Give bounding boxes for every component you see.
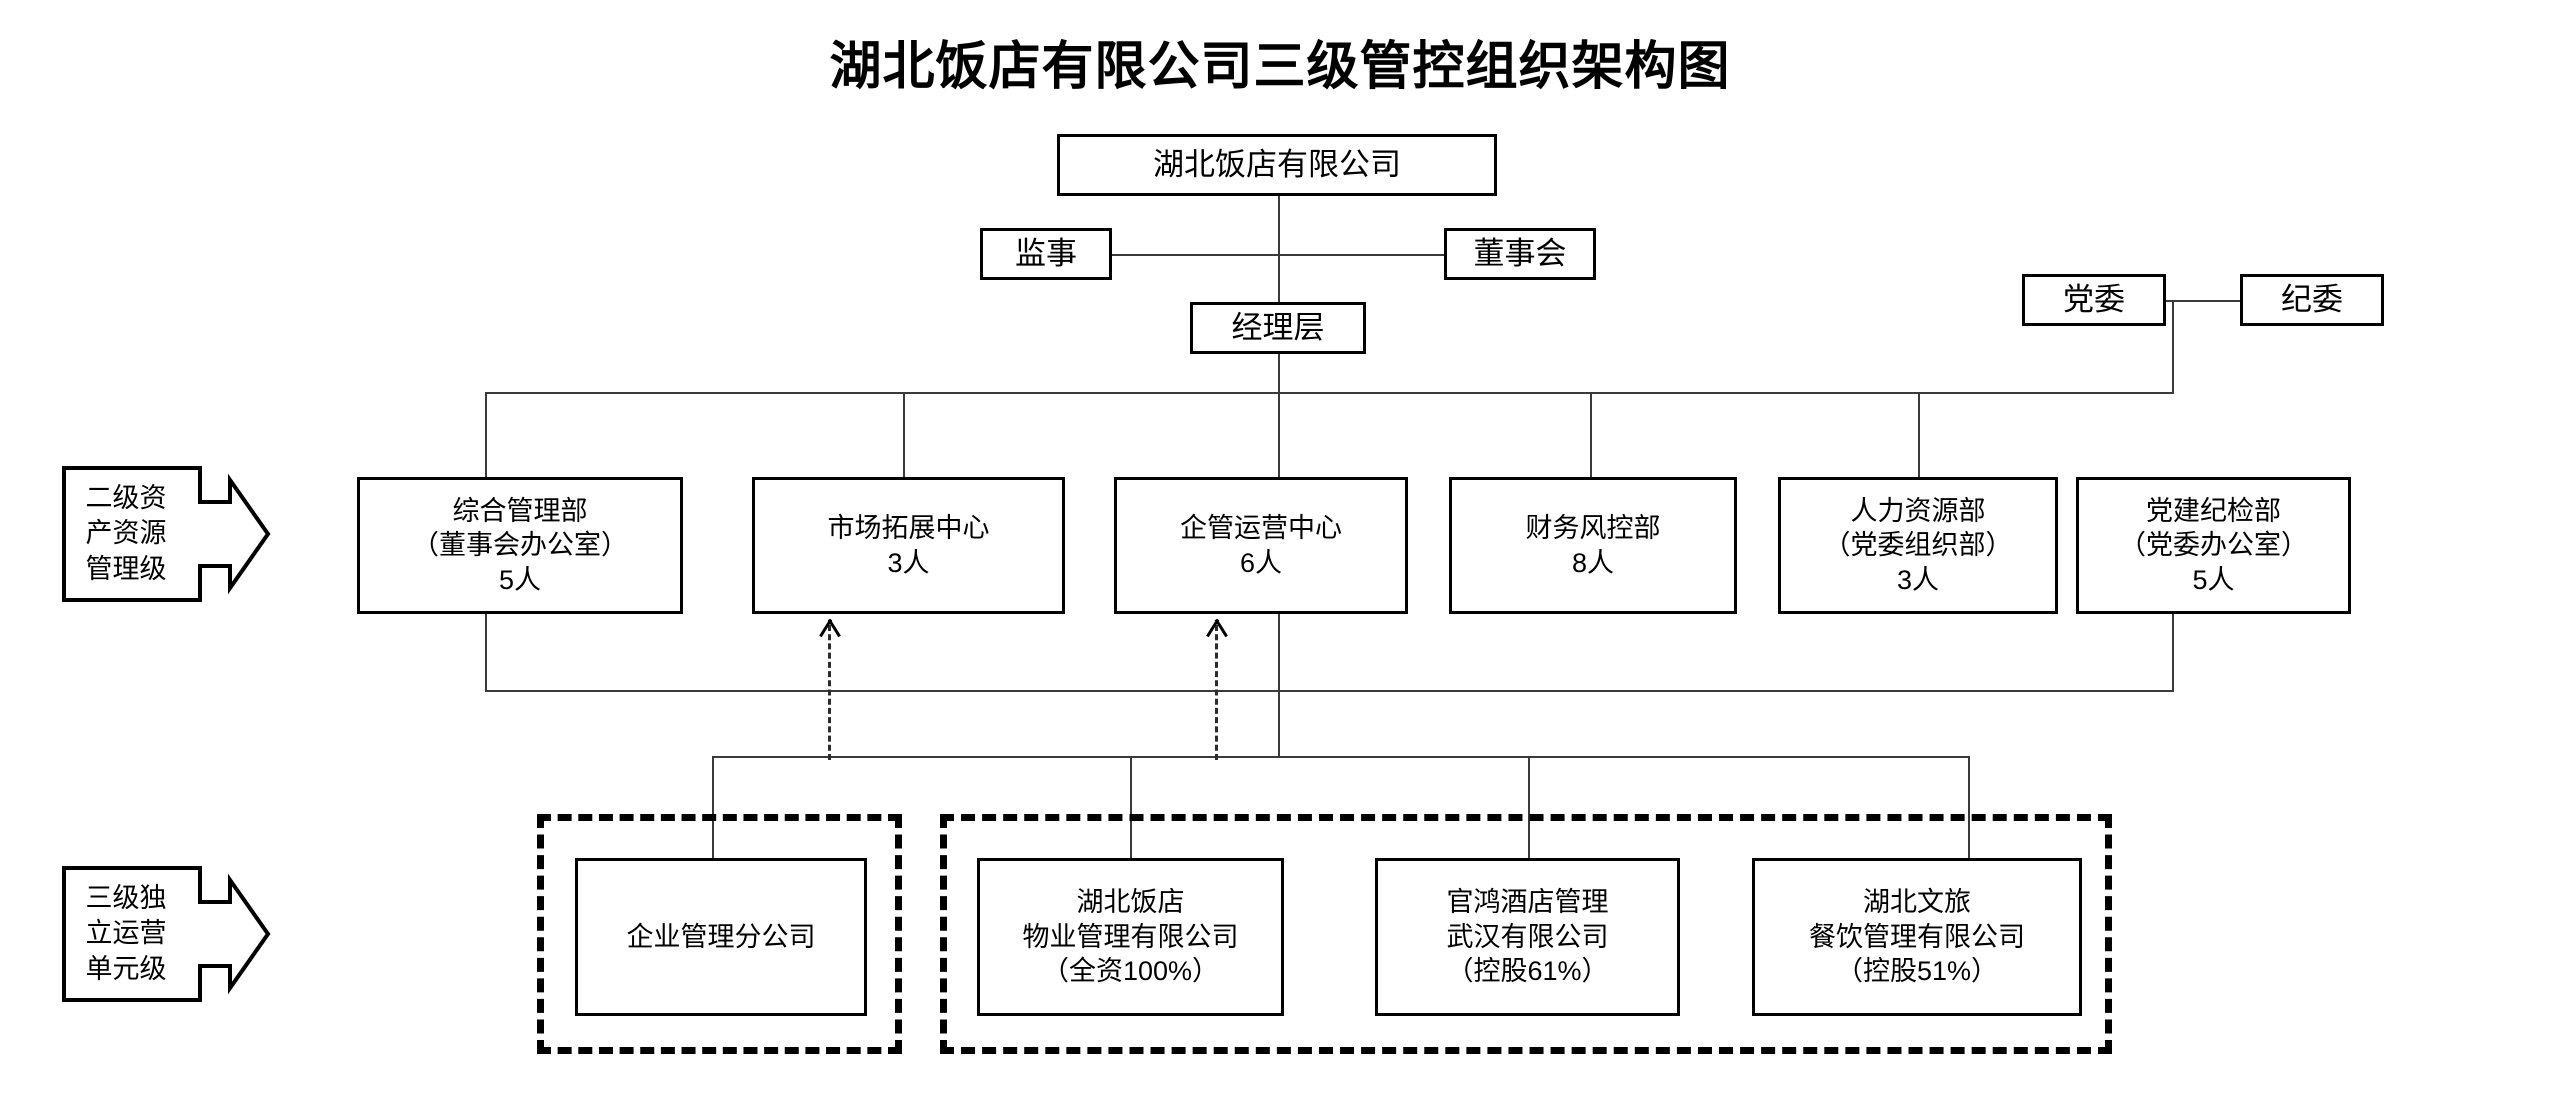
node-sub-property-management[interactable]: 湖北饭店 物业管理有限公司 （全资100%） bbox=[977, 858, 1284, 1016]
sub-3-line-1: 官鸿酒店管理 bbox=[1446, 887, 1609, 918]
drop-to-dept-2 bbox=[903, 392, 905, 477]
node-dept-enterprise-operation[interactable]: 企管运营中心 6人 bbox=[1114, 477, 1408, 614]
node-party-committee-line-1: 党委 bbox=[2063, 282, 2125, 318]
riser-dept-1-bottom bbox=[485, 614, 487, 692]
drop-to-sub-3 bbox=[1528, 756, 1530, 858]
dept-3-line-2: 6人 bbox=[1239, 547, 1283, 578]
page-title: 湖北饭店有限公司三级管控组织架构图 bbox=[829, 36, 1731, 97]
dept-1-line-3: 5人 bbox=[498, 564, 542, 595]
level-3-label: 三级独 立运营 单元级 bbox=[74, 866, 178, 1002]
dept-2-line-1: 市场拓展中心 bbox=[827, 512, 990, 543]
sub-2-line-3: （全资100%） bbox=[1041, 956, 1220, 987]
node-management-line-1: 经理层 bbox=[1231, 310, 1325, 346]
sub-2-line-2: 物业管理有限公司 bbox=[1022, 921, 1239, 952]
drop-to-sub-2 bbox=[1130, 756, 1132, 858]
node-sub-wenlv-catering[interactable]: 湖北文旅 餐饮管理有限公司 （控股51%） bbox=[1752, 858, 2082, 1016]
group-branch-company bbox=[537, 814, 902, 1054]
bus-level2-top bbox=[485, 392, 2174, 394]
connector-party-discipline bbox=[2106, 300, 2346, 302]
node-sub-enterprise-branch[interactable]: 企业管理分公司 bbox=[575, 858, 867, 1016]
node-dept-market-development[interactable]: 市场拓展中心 3人 bbox=[752, 477, 1065, 614]
node-supervisor-line-1: 监事 bbox=[1015, 236, 1077, 272]
drop-to-dept-4 bbox=[1590, 392, 1592, 477]
connector-company-to-management bbox=[1278, 196, 1280, 308]
node-management-layer[interactable]: 经理层 bbox=[1190, 302, 1366, 354]
connector-level2-to-level3 bbox=[1278, 690, 1280, 756]
riser-dept-3-bottom bbox=[1278, 614, 1280, 692]
drop-to-sub-1 bbox=[712, 756, 714, 858]
connector-supervisor-board bbox=[1112, 254, 1444, 256]
sub-3-line-3: （控股61%） bbox=[1446, 956, 1609, 987]
node-dept-general-management[interactable]: 综合管理部 （董事会办公室） 5人 bbox=[357, 477, 683, 614]
dept-4-line-2: 8人 bbox=[1571, 547, 1615, 578]
dept-6-line-3: 5人 bbox=[2192, 564, 2235, 595]
level-tag-level-2: 二级资 产资源 管理级 bbox=[62, 466, 272, 602]
sub-1-line-1: 企业管理分公司 bbox=[626, 921, 816, 952]
dept-5-line-2: （党委组织部） bbox=[1823, 530, 2013, 561]
sub-4-line-3: （控股51%） bbox=[1835, 956, 1999, 987]
dept-6-line-1: 党建纪检部 bbox=[2146, 495, 2281, 526]
node-company[interactable]: 湖北饭店有限公司 bbox=[1057, 134, 1497, 196]
dept-1-line-1: 综合管理部 bbox=[452, 495, 588, 526]
level-3-line-3: 单元级 bbox=[85, 953, 167, 984]
node-discipline-committee-line-1: 纪委 bbox=[2281, 282, 2343, 318]
dashed-control-line-market bbox=[828, 625, 831, 760]
level-2-label: 二级资 产资源 管理级 bbox=[74, 466, 178, 602]
dept-1-line-2: （董事会办公室） bbox=[412, 530, 628, 561]
sub-4-line-1: 湖北文旅 bbox=[1863, 887, 1971, 918]
node-board-line-1: 董事会 bbox=[1473, 236, 1567, 272]
sub-2-line-1: 湖北饭店 bbox=[1076, 887, 1185, 918]
drop-to-dept-1 bbox=[485, 392, 487, 477]
node-company-line-1: 湖北饭店有限公司 bbox=[1153, 147, 1401, 183]
dept-2-line-2: 3人 bbox=[887, 547, 930, 578]
node-sub-guanhong-hotel[interactable]: 官鸿酒店管理 武汉有限公司 （控股61%） bbox=[1375, 858, 1680, 1016]
node-supervisor[interactable]: 监事 bbox=[980, 228, 1112, 280]
level-2-arrow-shape bbox=[62, 466, 271, 602]
level-3-arrow-shape bbox=[62, 866, 271, 1002]
level-2-line-1: 二级资 bbox=[85, 482, 167, 513]
connector-party-down bbox=[2172, 300, 2174, 392]
level-2-line-2: 产资源 bbox=[85, 518, 167, 549]
sub-4-line-2: 餐饮管理有限公司 bbox=[1809, 921, 2025, 952]
dashed-control-line-operation bbox=[1215, 625, 1218, 760]
node-dept-finance-risk[interactable]: 财务风控部 8人 bbox=[1449, 477, 1737, 614]
riser-dept-6-bottom bbox=[2172, 614, 2174, 692]
node-discipline-committee[interactable]: 纪委 bbox=[2240, 274, 2384, 326]
bus-level3 bbox=[712, 756, 1970, 758]
drop-to-dept-3 bbox=[1278, 392, 1280, 477]
sub-3-line-2: 武汉有限公司 bbox=[1446, 921, 1609, 952]
node-board-of-directors[interactable]: 董事会 bbox=[1444, 228, 1596, 280]
group-subsidiary-companies bbox=[940, 814, 2112, 1054]
level-3-line-2: 立运营 bbox=[85, 918, 167, 949]
connector-management-down bbox=[1278, 352, 1280, 392]
node-dept-human-resources[interactable]: 人力资源部 （党委组织部） 3人 bbox=[1778, 477, 2058, 614]
dept-3-line-1: 企管运营中心 bbox=[1180, 512, 1342, 543]
dept-6-line-2: （党委办公室） bbox=[2119, 530, 2308, 561]
dept-5-line-3: 3人 bbox=[1896, 564, 1940, 595]
level-tag-level-3: 三级独 立运营 单元级 bbox=[62, 866, 272, 1002]
drop-to-dept-5 bbox=[1918, 392, 1920, 477]
dept-5-line-1: 人力资源部 bbox=[1850, 495, 1986, 526]
level-3-line-1: 三级独 bbox=[85, 882, 167, 913]
level-2-line-3: 管理级 bbox=[85, 553, 167, 584]
node-dept-party-discipline[interactable]: 党建纪检部 （党委办公室） 5人 bbox=[2076, 477, 2351, 614]
bus-level2-bottom bbox=[485, 690, 2174, 692]
node-party-committee[interactable]: 党委 bbox=[2022, 274, 2166, 326]
drop-to-sub-4 bbox=[1968, 756, 1970, 858]
dept-4-line-1: 财务风控部 bbox=[1525, 512, 1661, 543]
